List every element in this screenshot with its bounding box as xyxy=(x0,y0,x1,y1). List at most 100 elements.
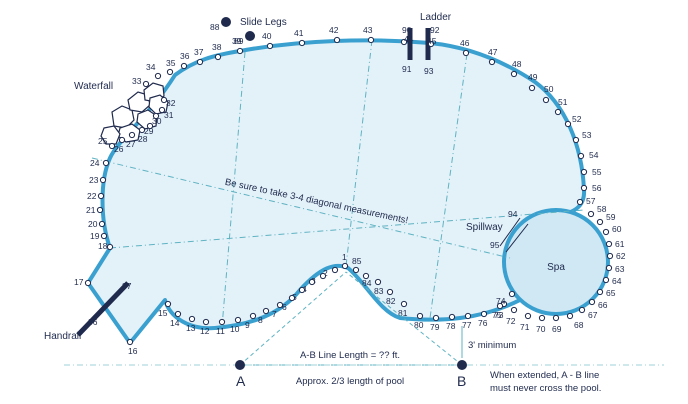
point-44-label: 44 xyxy=(404,34,414,44)
point-10-label: 10 xyxy=(230,324,240,334)
point-37-marker xyxy=(196,58,204,66)
point-45-marker xyxy=(427,40,435,48)
point-88-label: 88 xyxy=(210,22,220,32)
point-74-label: 74 xyxy=(496,296,506,306)
point-32-marker xyxy=(160,96,168,104)
guide-line-vertical-2 xyxy=(345,39,373,267)
point-38-label: 38 xyxy=(212,42,222,52)
point-31-label: 31 xyxy=(164,110,174,120)
point-33-label: 33 xyxy=(132,76,142,86)
point-3-marker xyxy=(319,272,327,280)
point-56-marker xyxy=(580,184,588,192)
point-60-label: 60 xyxy=(612,224,622,234)
point-71-label: 71 xyxy=(520,322,530,332)
point-48-label: 48 xyxy=(512,59,522,69)
point-26-marker xyxy=(118,136,126,144)
point-b-marker xyxy=(457,360,467,370)
waterfall-label: Waterfall xyxy=(74,81,113,92)
point-38-marker xyxy=(214,53,222,61)
point-53-marker xyxy=(572,136,580,144)
point-57-label: 57 xyxy=(586,196,596,206)
point-78-label: 78 xyxy=(446,321,456,331)
point-40-label: 40 xyxy=(262,31,272,41)
point-18-marker xyxy=(106,243,114,251)
ladder-label: Ladder xyxy=(420,12,452,23)
point-81-label: 81 xyxy=(398,308,408,318)
line-a-to-center xyxy=(239,271,347,366)
point-64-label: 64 xyxy=(612,276,622,286)
point-28-marker xyxy=(138,126,146,134)
guide-line-horizontal-2 xyxy=(109,209,585,249)
point-67-marker xyxy=(578,306,586,314)
point-24-marker xyxy=(102,159,110,167)
point-14-marker xyxy=(174,310,182,318)
point-55-label: 55 xyxy=(592,167,602,177)
point-57-marker xyxy=(576,198,584,206)
point-62-label: 62 xyxy=(616,251,626,261)
point-61-label: 61 xyxy=(615,239,625,249)
point-85-label: 85 xyxy=(352,256,362,266)
point-73-label: 73 xyxy=(494,310,504,320)
point-17-label: 17 xyxy=(74,277,84,287)
point-21-label: 21 xyxy=(86,205,96,215)
point-35-marker xyxy=(166,68,174,76)
point-70-marker xyxy=(538,314,546,322)
point-70-label: 70 xyxy=(536,324,546,334)
three-min-text: 3' minimum xyxy=(468,340,516,351)
point-76-marker xyxy=(480,310,488,318)
point-49-label: 49 xyxy=(528,72,538,82)
point-12-marker xyxy=(202,318,210,326)
point-29-label: 29 xyxy=(144,126,154,136)
point-41-label: 41 xyxy=(294,28,304,38)
point-a-label: A xyxy=(236,373,246,389)
point-76-label: 76 xyxy=(478,318,488,328)
point-94-label: 94 xyxy=(508,209,518,219)
point-34-marker xyxy=(154,72,162,80)
point-60-marker xyxy=(602,228,610,236)
point-77-label: 77 xyxy=(462,320,472,330)
point-64-marker xyxy=(602,276,610,284)
point-39-label: 39 xyxy=(232,36,242,46)
point-65-marker xyxy=(596,288,604,296)
point-20-marker xyxy=(98,220,106,228)
point-16-label: 16 xyxy=(128,346,138,356)
point-83-marker xyxy=(374,278,382,286)
point-42-marker xyxy=(333,36,341,44)
point-72-label: 72 xyxy=(506,316,516,326)
point-7-marker xyxy=(276,301,284,309)
point-63-label: 63 xyxy=(615,264,625,274)
point-54-label: 54 xyxy=(589,150,599,160)
point-36-marker xyxy=(180,62,188,70)
point-34-label: 34 xyxy=(146,62,156,72)
point-68-marker xyxy=(566,312,574,320)
point-7-label: 7 xyxy=(272,309,277,319)
point-45-label: 45 xyxy=(427,36,437,46)
point-68-label: 68 xyxy=(574,320,584,330)
point-37-label: 37 xyxy=(194,47,204,57)
point-43-label: 43 xyxy=(363,25,373,35)
point-51-marker xyxy=(554,108,562,116)
point-61-marker xyxy=(605,240,613,248)
point-11-marker xyxy=(218,318,226,326)
point-42-label: 42 xyxy=(329,25,339,35)
point-47-marker xyxy=(488,58,496,66)
point-65-label: 65 xyxy=(606,288,616,298)
point-90-label: 90 xyxy=(402,25,412,35)
point-69-label: 69 xyxy=(552,324,562,334)
guide-lines xyxy=(91,39,585,328)
point-82-marker xyxy=(386,288,394,296)
point-46-label: 46 xyxy=(460,38,470,48)
point-39-marker xyxy=(236,47,244,55)
point-80-marker xyxy=(416,312,424,320)
spa-circle xyxy=(502,208,610,316)
point-87-label: 87 xyxy=(122,281,132,291)
point-1-label: 1 xyxy=(342,252,347,262)
point-78-marker xyxy=(448,313,456,321)
point-51-label: 51 xyxy=(558,97,568,107)
point-27-marker xyxy=(128,131,136,139)
point-82-label: 82 xyxy=(386,296,396,306)
point-95-label: 95 xyxy=(490,240,500,250)
point-52-label: 52 xyxy=(572,114,582,124)
point-77-marker xyxy=(464,312,472,320)
